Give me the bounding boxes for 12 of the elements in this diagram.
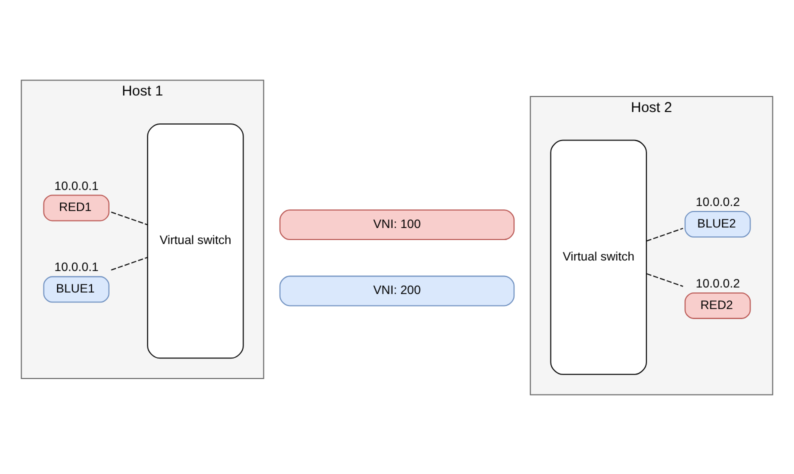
connector <box>111 211 148 225</box>
node-label: 10.0.0.2 <box>696 194 740 209</box>
node-label: 10.0.0.1 <box>54 178 99 192</box>
connector <box>111 256 148 270</box>
node-box: Virtual switch <box>147 122 244 358</box>
connector <box>646 272 684 286</box>
node-box: VNI: 200 <box>279 275 515 306</box>
node-box: Virtual switch <box>550 139 647 374</box>
node-label: 10.0.0.1 <box>54 260 99 274</box>
connector <box>646 227 684 241</box>
node-label: 10.0.0.2 <box>696 276 740 290</box>
node-box: VNI: 100 <box>279 209 515 240</box>
